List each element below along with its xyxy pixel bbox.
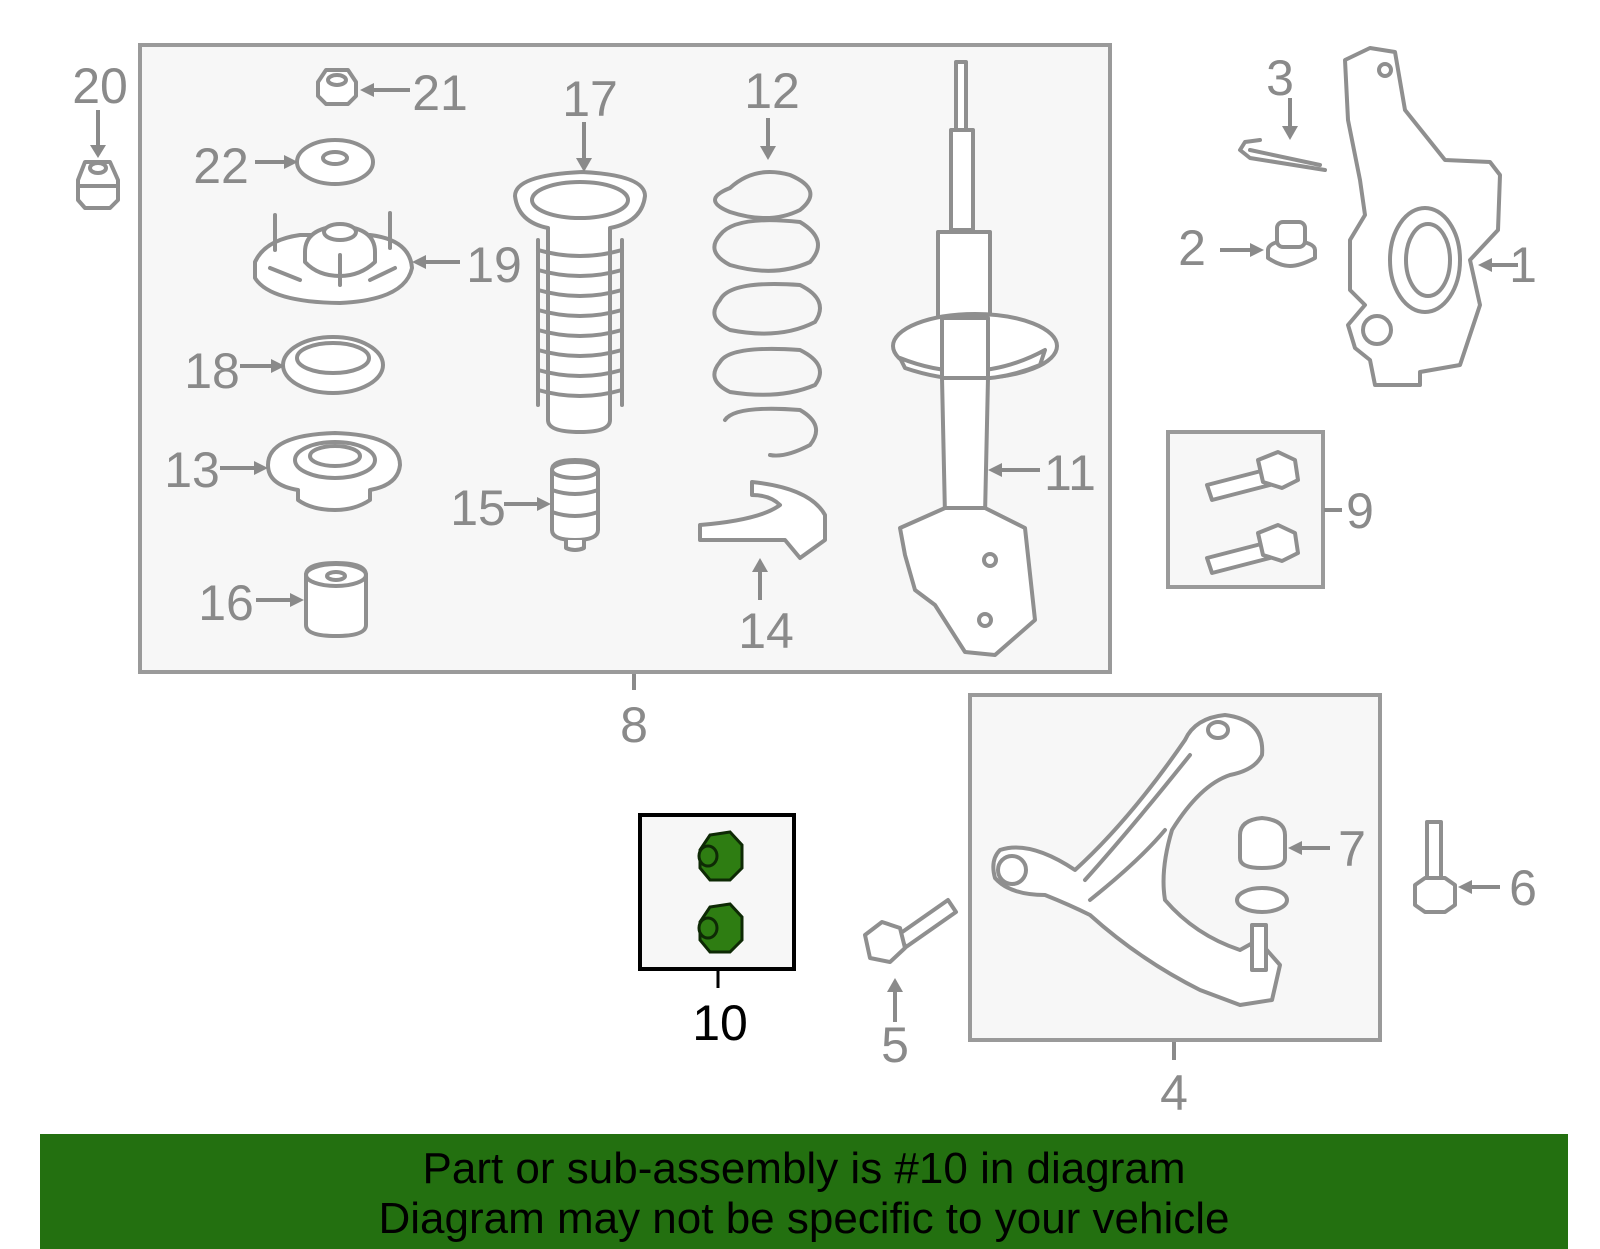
callout-7: 7 [1338, 821, 1366, 877]
bearing-part-18 [281, 335, 385, 395]
strut-mount-part-19 [253, 211, 414, 305]
callout-3: 3 [1266, 50, 1294, 106]
callout-20: 20 [72, 58, 128, 114]
info-banner: Part or sub-assembly is #10 in diagram D… [40, 1134, 1568, 1249]
callout-18: 18 [184, 343, 240, 399]
callout-8: 8 [620, 697, 648, 753]
nut-part-21 [316, 68, 358, 106]
lower-arm-part-4 [991, 713, 1282, 1007]
callout-15: 15 [450, 480, 506, 536]
bushing-part-7 [1235, 816, 1289, 914]
clip-part-3 [1238, 138, 1327, 172]
callout-22: 22 [193, 138, 249, 194]
callout-2: 2 [1178, 220, 1206, 276]
callout-10[interactable]: 10 [692, 995, 748, 1051]
banner-line-2: Diagram may not be specific to your vehi… [378, 1194, 1230, 1243]
callout-1: 1 [1509, 237, 1537, 293]
callout-17: 17 [562, 71, 618, 127]
washer-part-22 [295, 138, 375, 186]
bump-stop-part-15 [550, 458, 600, 552]
spring-insulator-part-14 [698, 480, 827, 560]
callout-19: 19 [466, 237, 522, 293]
bushing-part-16 [304, 561, 368, 638]
bolts-part-9 [1205, 450, 1300, 575]
nut-part-20 [76, 160, 120, 210]
bolt-part-6 [1413, 820, 1457, 914]
callout-12: 12 [744, 63, 800, 119]
knuckle-part-1 [1343, 46, 1502, 387]
callout-14: 14 [738, 603, 794, 659]
callout-21: 21 [412, 65, 468, 121]
arrow-20 [90, 145, 106, 158]
callout-5: 5 [881, 1017, 909, 1073]
callout-13: 13 [164, 442, 220, 498]
spring-seat-part-13 [266, 431, 402, 512]
callout-16: 16 [198, 575, 254, 631]
callout-11: 11 [1044, 445, 1096, 501]
nuts-part-10[interactable] [697, 830, 744, 954]
nut-part-2 [1266, 220, 1317, 268]
strut-part-11 [891, 60, 1059, 657]
coil-spring-part-12 [712, 170, 822, 458]
callout-6: 6 [1509, 860, 1537, 916]
callout-4: 4 [1160, 1065, 1188, 1121]
bolt-part-5 [863, 898, 958, 964]
diagram-canvas: 1 2 3 4 5 6 7 8 9 10 11 12 13 14 15 16 1… [72, 43, 1537, 1121]
callout-9: 9 [1346, 483, 1374, 539]
banner-line-1: Part or sub-assembly is #10 in diagram [422, 1144, 1186, 1193]
dust-boot-part-17 [513, 170, 647, 434]
